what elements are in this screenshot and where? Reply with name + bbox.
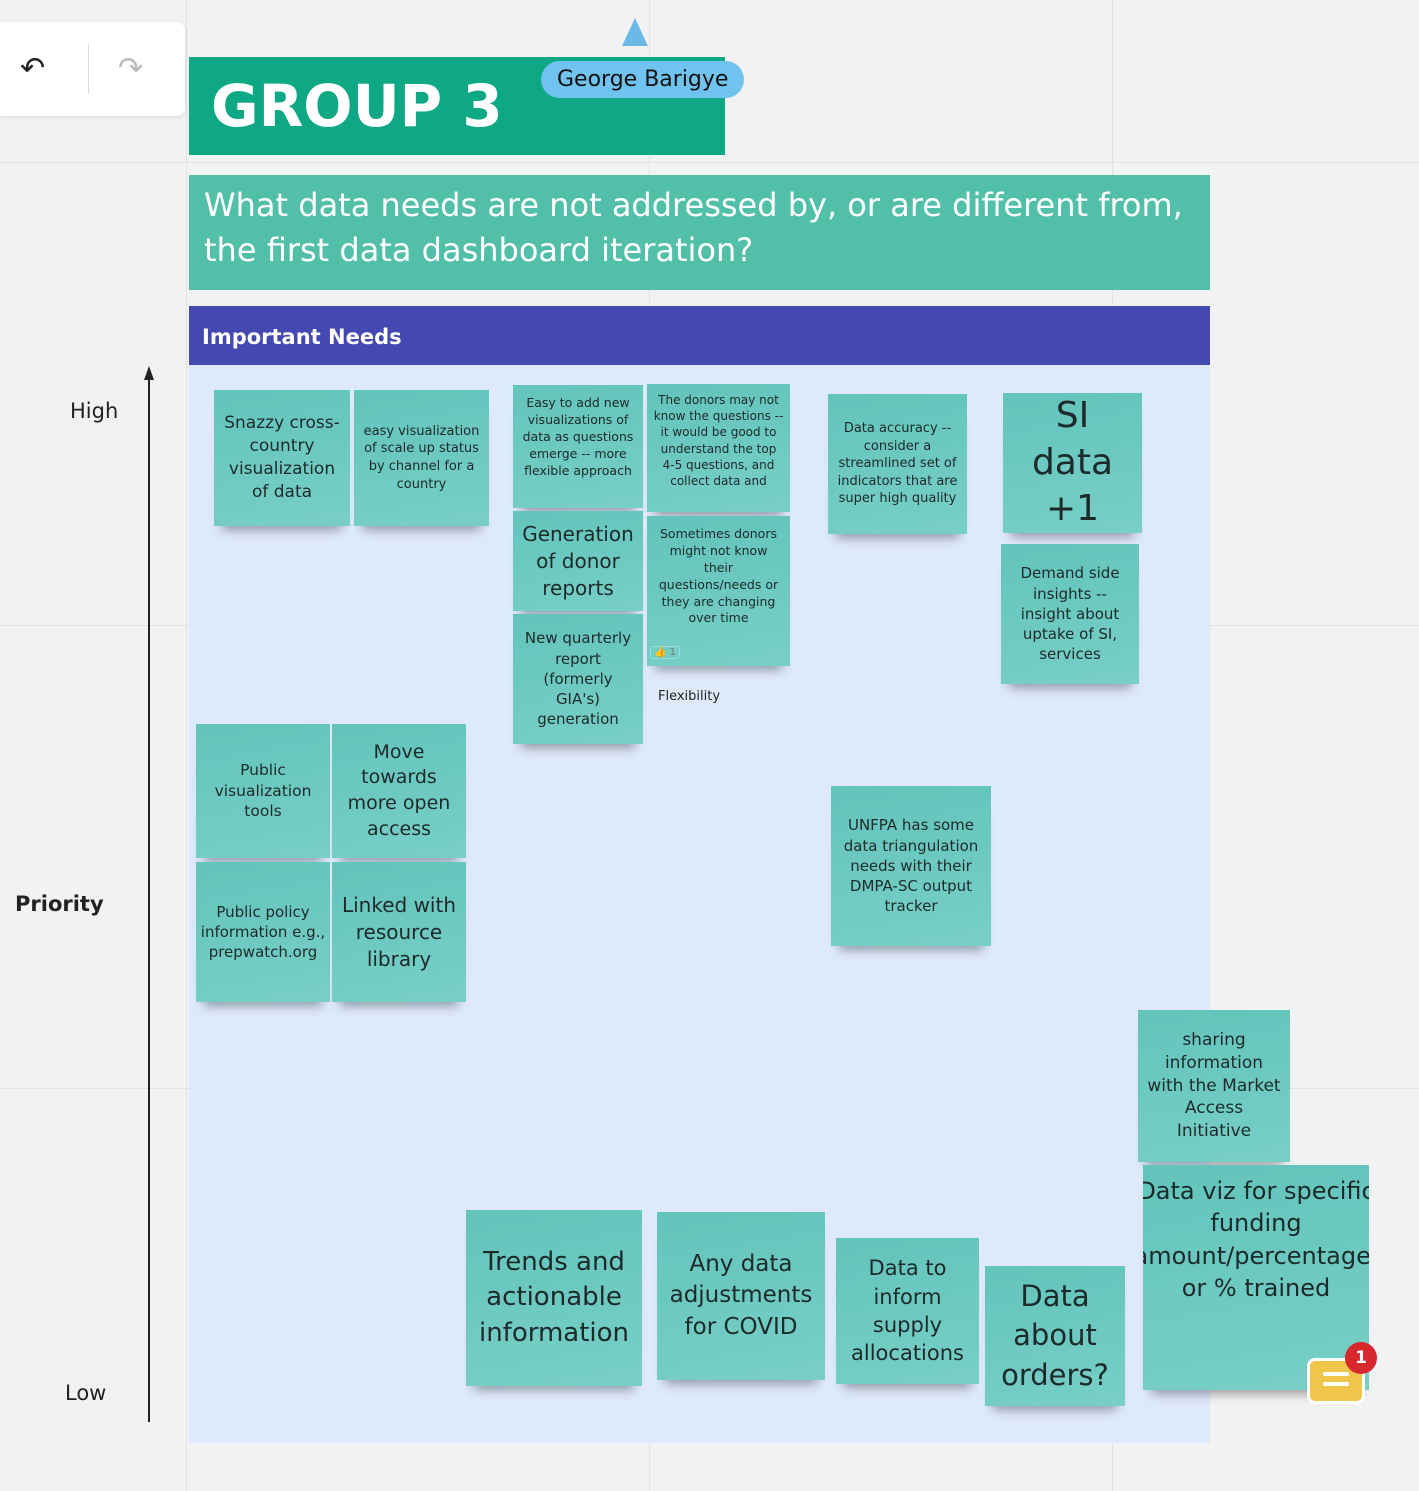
sticky-note[interactable]: SI data +1: [1003, 393, 1142, 533]
sticky-note[interactable]: New quarterly report (formerly GIA's) ge…: [513, 614, 643, 744]
question-banner[interactable]: What data needs are not addressed by, or…: [189, 175, 1210, 290]
axis-title: Priority: [15, 892, 104, 916]
sticky-note[interactable]: Data about orders?: [985, 1266, 1125, 1406]
sticky-note[interactable]: Sometimes donors might not know their qu…: [647, 516, 790, 666]
thumbs-up-icon: 👍: [654, 647, 667, 658]
sticky-note[interactable]: Data viz for specific funding amount/per…: [1143, 1165, 1369, 1390]
collaborator-cursor-icon: [622, 18, 648, 46]
collaborator-name-tag: George Barigye: [541, 61, 745, 98]
sticky-note[interactable]: Data accuracy -- consider a streamlined …: [828, 394, 967, 534]
sticky-note[interactable]: The donors may not know the questions --…: [647, 384, 790, 512]
sticky-note[interactable]: easy visualization of scale up status by…: [354, 390, 489, 526]
section-header[interactable]: Important Needs: [189, 306, 1210, 365]
sticky-note[interactable]: Snazzy cross-country visualization of da…: [214, 390, 350, 526]
undo-icon[interactable]: ↶: [20, 51, 46, 86]
sticky-note[interactable]: Demand side insights -- insight about up…: [1001, 544, 1139, 684]
reaction-count: 1: [669, 647, 677, 658]
sticky-note[interactable]: sharing information with the Market Acce…: [1138, 1010, 1290, 1162]
thumbs-up-reaction[interactable]: 👍 1: [650, 646, 681, 659]
axis-high-label: High: [70, 399, 119, 423]
sticky-note[interactable]: Data to inform supply allocations: [836, 1238, 979, 1384]
sticky-note[interactable]: Public visualization tools: [196, 724, 330, 858]
divider: [88, 44, 89, 94]
sticky-note[interactable]: Linked with resource library: [332, 862, 466, 1002]
comment-count-badge: 1: [1345, 1342, 1377, 1374]
sticky-note[interactable]: Any data adjustments for COVID: [657, 1212, 825, 1380]
redo-icon[interactable]: ↷: [118, 51, 144, 86]
text-label[interactable]: Flexibility: [658, 689, 721, 704]
sticky-note[interactable]: UNFPA has some data triangulation needs …: [831, 786, 991, 946]
priority-axis: [148, 370, 150, 1422]
comment-icon[interactable]: [1307, 1358, 1365, 1404]
sticky-note[interactable]: Easy to add new visualizations of data a…: [513, 385, 643, 508]
sticky-note[interactable]: Trends and actionable information: [466, 1210, 642, 1386]
axis-low-label: Low: [65, 1381, 107, 1405]
sticky-note[interactable]: Generation of donor reports: [513, 511, 643, 611]
undo-redo-toolbar: ↶ ↷: [0, 22, 185, 116]
sticky-note[interactable]: Move towards more open access: [332, 724, 466, 858]
sticky-note[interactable]: Public policy information e.g., prepwatc…: [196, 862, 330, 1002]
